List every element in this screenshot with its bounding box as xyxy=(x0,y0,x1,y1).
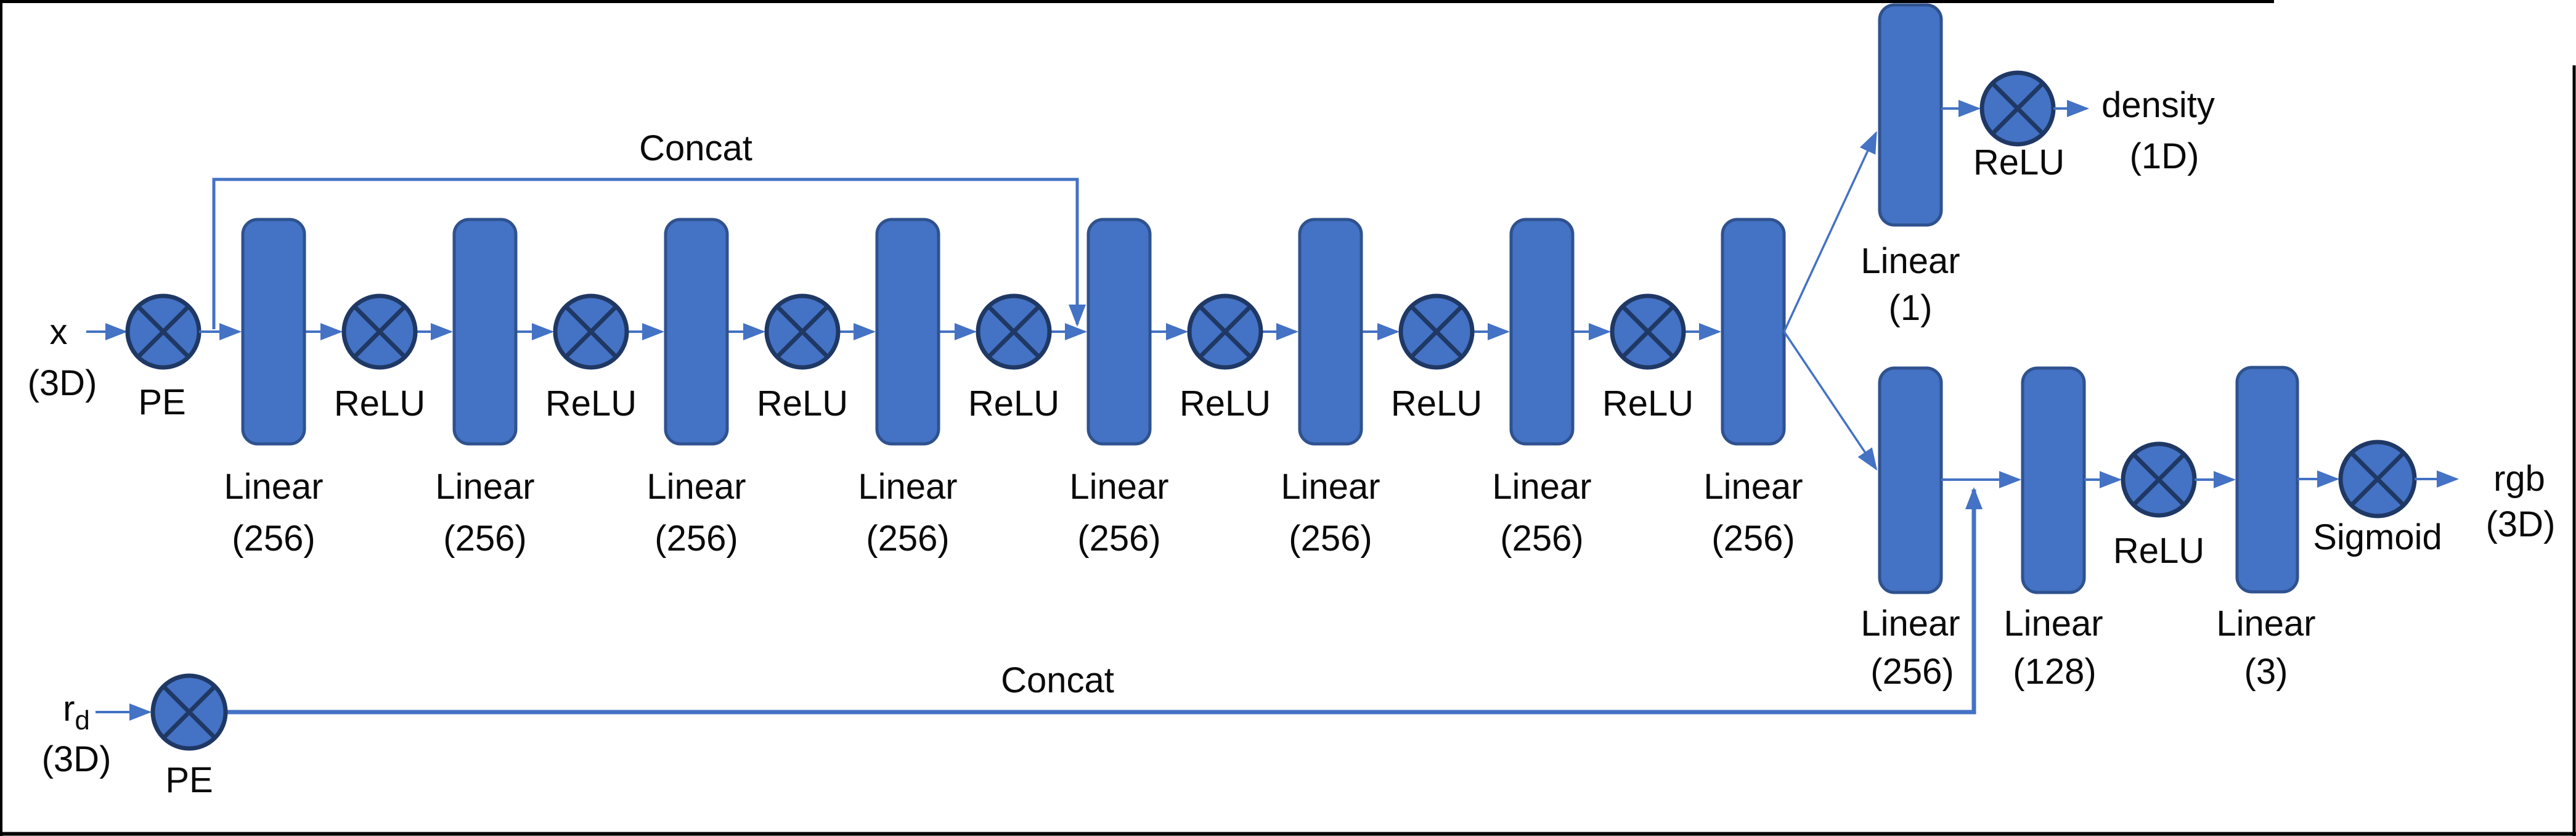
trunk-block-6-label: Linear xyxy=(1281,467,1380,507)
trunk-block-7-size: (256) xyxy=(1500,518,1584,559)
linear-block-3 xyxy=(664,218,729,446)
concat-bottom-label: Concat xyxy=(1001,660,1114,700)
trunk-block-1-size: (256) xyxy=(232,518,316,559)
relu-cross xyxy=(1409,305,1464,359)
rd-subscript: d xyxy=(75,705,90,736)
relu-density-cross xyxy=(1991,81,2045,136)
trunk-block-1-label: Linear xyxy=(224,467,324,507)
relu-rgb-cross xyxy=(2132,453,2186,507)
relu-label-3: ReLU xyxy=(756,383,849,424)
linear-128-size: (128) xyxy=(2013,652,2097,692)
trunk-block-3-label: Linear xyxy=(646,467,746,507)
branch-to-density xyxy=(1783,131,1877,332)
relu-cross xyxy=(775,305,829,359)
trunk-block-2-size: (256) xyxy=(443,518,527,559)
linear-block-8 xyxy=(1721,218,1786,446)
pe-x-label: PE xyxy=(138,382,186,422)
linear-3-size: (3) xyxy=(2244,652,2288,692)
density-output-dim: (1D) xyxy=(2129,136,2199,176)
relu-cross xyxy=(353,305,407,359)
concat-top-label: Concat xyxy=(639,128,752,168)
pe-rd-cross xyxy=(161,684,217,740)
density-output-label: density xyxy=(2101,85,2215,125)
rd-base: r xyxy=(63,689,75,729)
trunk-block-3-size: (256) xyxy=(654,518,738,559)
relu-rgb-label: ReLU xyxy=(2113,531,2205,571)
linear-block-6 xyxy=(1298,218,1363,446)
linear-block-1 xyxy=(241,218,306,446)
input-x-dim: (3D) xyxy=(27,363,97,403)
relu-label-7: ReLU xyxy=(1602,383,1694,424)
trunk-block-8-size: (256) xyxy=(1711,518,1795,559)
rgb-output-dim: (3D) xyxy=(2485,504,2556,544)
linear-256-rgb-block xyxy=(1878,366,1943,594)
sigmoid-cross xyxy=(2350,451,2405,507)
pe-rd-label: PE xyxy=(165,760,213,800)
trunk-block-4-label: Linear xyxy=(858,467,958,507)
linear-3-label: Linear xyxy=(2216,604,2316,644)
trunk-block-4-size: (256) xyxy=(866,518,950,559)
trunk-block-5-size: (256) xyxy=(1077,518,1161,559)
linear-block-5 xyxy=(1086,218,1152,446)
concat-top-connector xyxy=(212,178,1086,329)
relu-cross xyxy=(1621,305,1675,359)
relu-cross xyxy=(564,305,618,359)
sigmoid-label: Sigmoid xyxy=(2313,517,2442,557)
linear-block-7 xyxy=(1509,218,1575,446)
linear-256-rgb-size: (256) xyxy=(1870,652,1954,692)
relu-label-1: ReLU xyxy=(333,383,426,424)
linear-block-2 xyxy=(452,218,518,446)
trunk-block-2-label: Linear xyxy=(435,467,535,507)
relu-density-label: ReLU xyxy=(1973,142,2065,182)
linear-128-block xyxy=(2021,366,2086,594)
trunk-block-8-label: Linear xyxy=(1703,467,1803,507)
trunk-block-7-label: Linear xyxy=(1492,467,1592,507)
trunk-block-6-size: (256) xyxy=(1289,518,1372,559)
linear-3-block xyxy=(2235,366,2299,594)
relu-label-4: ReLU xyxy=(968,383,1060,424)
linear-1-label: Linear xyxy=(1861,241,1960,281)
relu-label-5: ReLU xyxy=(1179,383,1271,424)
linear-256-rgb-label: Linear xyxy=(1861,604,1960,644)
relu-circles xyxy=(341,293,1686,370)
pe-x-cross xyxy=(136,305,190,359)
linear-128-label: Linear xyxy=(2003,604,2103,644)
linear-1-block xyxy=(1878,3,1943,227)
input-rd-dim: (3D) xyxy=(41,739,112,779)
relu-label-6: ReLU xyxy=(1390,383,1483,424)
input-rd-label: rd xyxy=(63,691,90,734)
linear-block-4 xyxy=(875,218,940,446)
relu-label-2: ReLU xyxy=(545,383,637,424)
input-x-label: x xyxy=(49,312,68,352)
rgb-output-label: rgb xyxy=(2493,459,2545,499)
relu-cross xyxy=(987,305,1041,359)
trunk-block-5-label: Linear xyxy=(1069,467,1169,507)
relu-cross xyxy=(1198,305,1252,359)
concat-bottom-connector xyxy=(224,487,1983,715)
linear-1-size: (1) xyxy=(1888,288,1933,328)
branch-to-rgb xyxy=(1783,331,1878,471)
